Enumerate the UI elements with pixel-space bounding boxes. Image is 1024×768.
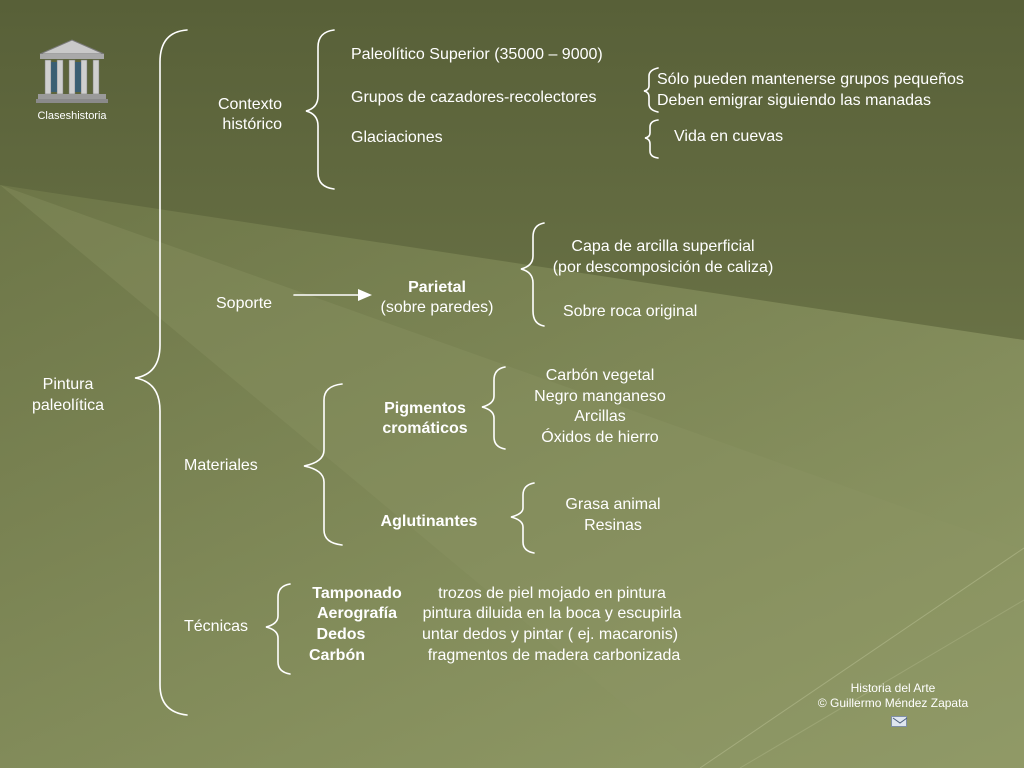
pigmento-item: Carbón vegetal [545,367,655,384]
grupos-note-2: Deben emigrar siguiendo las manadas [657,92,931,109]
root-label-line2: paleolítica [31,397,105,414]
soporte-detail-roca: Sobre roca original [563,303,698,320]
pigmentos-label-line2: cromáticos [382,420,468,437]
soporte-type-title: Parietal [408,279,466,296]
tecnica-desc: trozos de piel mojado en pintura [438,585,666,602]
pigmento-item: Óxidos de hierro [541,429,659,446]
contexto-label-line1: Contexto [217,96,282,113]
tecnica-name: Tamponado [312,585,402,602]
greek-temple-icon [36,39,108,103]
pigmento-item: Negro manganeso [534,388,666,405]
tecnica-desc: pintura diluida en la boca y escupirla [422,605,682,622]
root-label-line1: Pintura [42,376,94,393]
logo-caption: Claseshistoria [37,110,107,122]
contexto-label-line2: histórico [222,116,282,133]
envelope-icon[interactable] [891,716,908,727]
glaciaciones-note: Vida en cuevas [674,128,784,145]
contexto-item-grupos: Grupos de cazadores-recolectores [351,89,597,106]
contexto-item-paleolitico: Paleolítico Superior (35000 – 9000) [351,46,603,63]
tecnicas-label: Técnicas [184,618,249,635]
tecnica-desc: fragmentos de madera carbonizada [427,647,681,664]
materiales-label: Materiales [184,457,258,474]
tecnica-name: Aerografía [316,605,398,622]
aglutinante-item: Resinas [584,517,642,534]
tecnica-name: Carbón [309,647,365,664]
soporte-label: Soporte [216,295,273,312]
tecnica-name: Dedos [316,626,366,643]
grupos-note-1: Sólo pueden mantenerse grupos pequeños [657,71,964,88]
pigmento-item: Arcillas [574,408,626,425]
footer-title: Historia del Arte [850,681,936,695]
soporte-detail-arcilla: Capa de arcilla superficial [571,238,755,255]
soporte-detail-caliza: (por descomposición de caliza) [552,259,774,276]
footer-author: © Guillermo Méndez Zapata [817,696,969,710]
contexto-item-glaciaciones: Glaciaciones [351,129,443,146]
aglutinantes-label: Aglutinantes [380,513,478,530]
aglutinante-item: Grasa animal [565,496,661,513]
tecnica-desc: untar dedos y pintar ( ej. macaronis) [421,626,679,643]
soporte-type-sub: (sobre paredes) [380,299,494,316]
pigmentos-label-line1: Pigmentos [384,400,466,417]
